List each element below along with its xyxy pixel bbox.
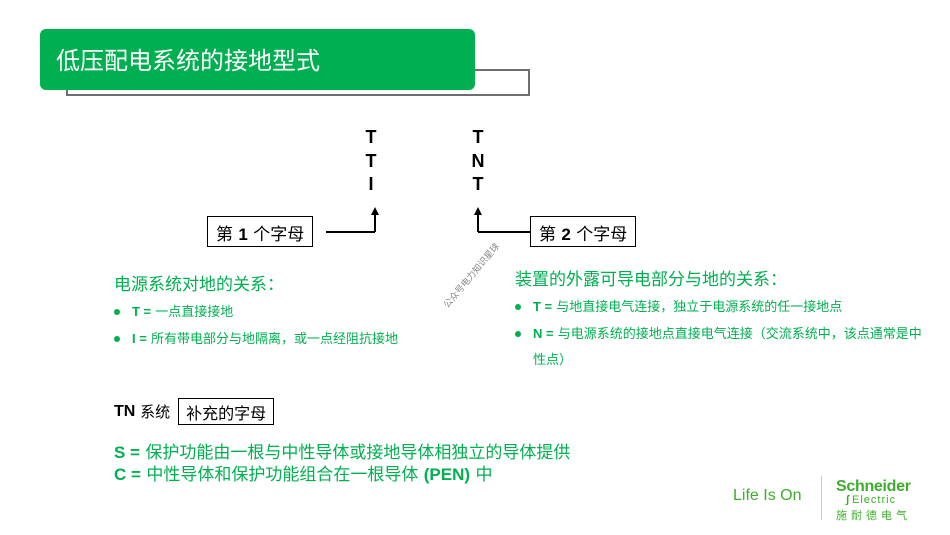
schneider-s-icon: ∫ bbox=[846, 494, 851, 506]
second-letter-label: 第 2 个字母 bbox=[530, 216, 637, 247]
item-key: I = bbox=[132, 331, 147, 346]
letter: T bbox=[365, 127, 377, 147]
list-item: N = 与电源系统的接地点直接电气连接（交流系统中，该点通常是中性点） bbox=[513, 321, 933, 374]
arrow-up-icon bbox=[371, 207, 379, 215]
connector-line-1 bbox=[326, 231, 375, 233]
connector-line-2-vertical bbox=[477, 214, 479, 232]
schneider-chinese-name: 施耐德电气 bbox=[836, 509, 911, 522]
first-letter-label: 第 1 个字母 bbox=[207, 216, 314, 247]
definition-tail: 中 bbox=[475, 465, 493, 485]
definition-pen: (PEN) bbox=[423, 465, 471, 484]
page-title: 低压配电系统的接地型式 bbox=[56, 47, 320, 75]
tn-label-bold: TN bbox=[114, 402, 136, 420]
power-system-list: T = 一点直接接地 I = 所有带电部分与地隔离，或一点经阻抗接地 bbox=[112, 299, 398, 353]
watermark: 公众号电力知识星球 bbox=[442, 241, 503, 311]
list-item: I = 所有带电部分与地隔离，或一点经阻抗接地 bbox=[112, 326, 398, 353]
supplementary-letter-box: 补充的字母 bbox=[178, 398, 275, 425]
schneider-logo: Schneider bbox=[836, 478, 911, 495]
definition-key: C = bbox=[114, 465, 141, 484]
definition-c: C = 中性导体和保护功能组合在一根导体 (PEN) 中 bbox=[114, 460, 492, 485]
item-text: 一点直接接地 bbox=[155, 305, 234, 320]
letters-column-1: T T I bbox=[361, 126, 381, 197]
label-prefix: 第 bbox=[216, 225, 233, 245]
label-number: 1 bbox=[238, 225, 248, 244]
letter: N bbox=[471, 150, 485, 171]
power-system-earth-relation-title: 电源系统对地的关系： bbox=[114, 275, 284, 295]
item-text: 与电源系统的接地点直接电气连接（交流系统中，该点通常是中性点） bbox=[533, 327, 922, 368]
arrow-up-icon bbox=[474, 207, 482, 215]
installation-list: T = 与地直接电气连接，独立于电源系统的任一接地点 N = 与电源系统的接地点… bbox=[513, 294, 933, 374]
tn-label: 系统 bbox=[140, 403, 171, 421]
letters-column-2: T N T bbox=[468, 126, 488, 197]
label-number: 2 bbox=[561, 225, 571, 244]
letter: T bbox=[365, 150, 377, 171]
letter: I bbox=[368, 174, 374, 194]
title-shadow-line bbox=[475, 69, 530, 71]
item-text: 与地直接电气连接，独立于电源系统的任一接地点 bbox=[556, 300, 843, 315]
electric-text: Electric bbox=[852, 494, 897, 506]
letter: T bbox=[472, 174, 484, 194]
title-bar bbox=[40, 29, 475, 90]
definition-key: S = bbox=[114, 443, 140, 462]
label-suffix: 个字母 bbox=[253, 225, 305, 245]
definition-text: 中性导体和保护功能组合在一根导体 bbox=[146, 465, 419, 485]
label-suffix: 个字母 bbox=[576, 225, 628, 245]
tn-system-heading: TN 系统 补充的字母 bbox=[114, 398, 275, 425]
list-item: T = 与地直接电气连接，独立于电源系统的任一接地点 bbox=[513, 294, 933, 321]
letter: T bbox=[472, 127, 484, 147]
definition-text: 保护功能由一根与中性导体或接地导体相独立的导体提供 bbox=[145, 443, 571, 463]
logo-divider bbox=[821, 476, 822, 520]
life-is-on-slogan: Life Is On bbox=[733, 487, 802, 504]
electric-wordmark: ∫Electric bbox=[846, 494, 896, 506]
item-key: N = bbox=[533, 326, 554, 341]
label-prefix: 第 bbox=[539, 225, 556, 245]
installation-earth-relation-title: 装置的外露可导电部分与地的关系： bbox=[515, 270, 787, 290]
item-text: 所有带电部分与地隔离，或一点经阻抗接地 bbox=[150, 332, 398, 347]
definition-s: S = 保护功能由一根与中性导体或接地导体相独立的导体提供 bbox=[114, 438, 570, 463]
item-key: T = bbox=[533, 299, 553, 314]
item-key: T = bbox=[132, 304, 152, 319]
connector-line-2 bbox=[478, 231, 530, 233]
list-item: T = 一点直接接地 bbox=[112, 299, 398, 326]
connector-line-1-vertical bbox=[374, 214, 376, 232]
